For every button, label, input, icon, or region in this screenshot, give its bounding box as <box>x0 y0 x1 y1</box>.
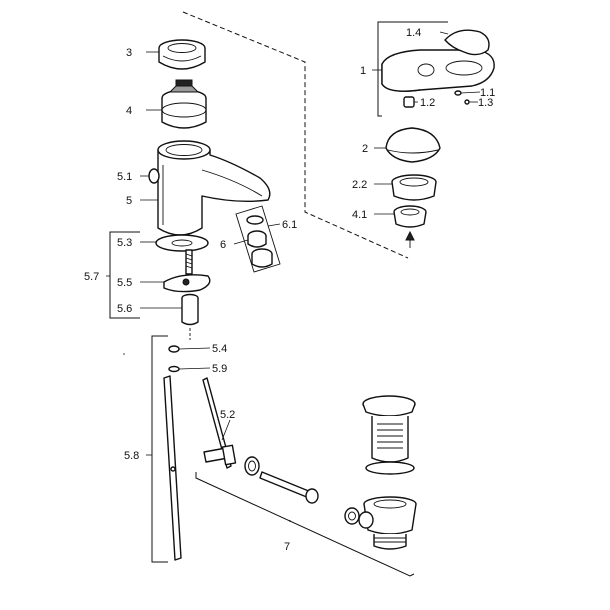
part-5-2-lever <box>202 377 237 469</box>
label-1-2: 1.2 <box>420 97 435 109</box>
label-4-1: 4.1 <box>352 209 367 221</box>
speck <box>123 353 125 355</box>
part-5-9-oring <box>168 365 180 373</box>
label-5-6: 5.6 <box>117 303 132 315</box>
part-2-dome-cover <box>385 127 441 163</box>
part-5-6-nut <box>181 293 199 340</box>
bracket-5-7 <box>109 231 140 319</box>
label-5-2: 5.2 <box>220 409 235 421</box>
label-6: 6 <box>220 239 226 251</box>
label-1-4: 1.4 <box>406 27 421 39</box>
label-5-3: 5.3 <box>117 237 132 249</box>
part-5-3-washer <box>155 234 209 252</box>
label-1-1: 1.1 <box>480 87 495 99</box>
label-1: 1 <box>360 65 366 77</box>
part-6-aerator-set <box>235 205 281 273</box>
label-7: 7 <box>284 541 290 553</box>
part-5-4-small-nut <box>168 345 180 353</box>
label-2-2: 2.2 <box>352 179 367 191</box>
part-3-ring-cap <box>158 39 206 70</box>
label-2: 2 <box>362 143 368 155</box>
label-5-8: 5.8 <box>124 450 139 462</box>
part-4-cartridge <box>161 79 207 129</box>
leader-lines <box>106 31 481 522</box>
label-6-1: 6.1 <box>282 219 297 231</box>
part-5-5-plate <box>163 274 211 293</box>
label-5: 5 <box>126 195 132 207</box>
label-4: 4 <box>126 105 132 117</box>
part-7-drain-linkage <box>244 456 360 525</box>
part-5-faucet-body <box>148 140 271 236</box>
threaded-stud <box>185 249 193 275</box>
bracket-5-8 <box>151 335 168 563</box>
part-5-8-lift-rod <box>163 375 182 561</box>
bracket-7 <box>195 472 415 577</box>
drain-popup-assembly <box>358 395 417 550</box>
label-5-1: 5.1 <box>117 171 132 183</box>
label-5-5: 5.5 <box>117 277 132 289</box>
label-5-9: 5.9 <box>212 363 227 375</box>
label-1-3: 1.3 <box>478 97 493 109</box>
assembly-dashed-line <box>182 11 409 259</box>
label-5-7: 5.7 <box>84 271 99 283</box>
part-4-1-nut <box>393 205 427 248</box>
label-5-4: 5.4 <box>212 343 227 355</box>
part-2-2-ring <box>391 174 437 201</box>
part-1-lever-housing <box>381 29 495 108</box>
label-3: 3 <box>126 47 132 59</box>
